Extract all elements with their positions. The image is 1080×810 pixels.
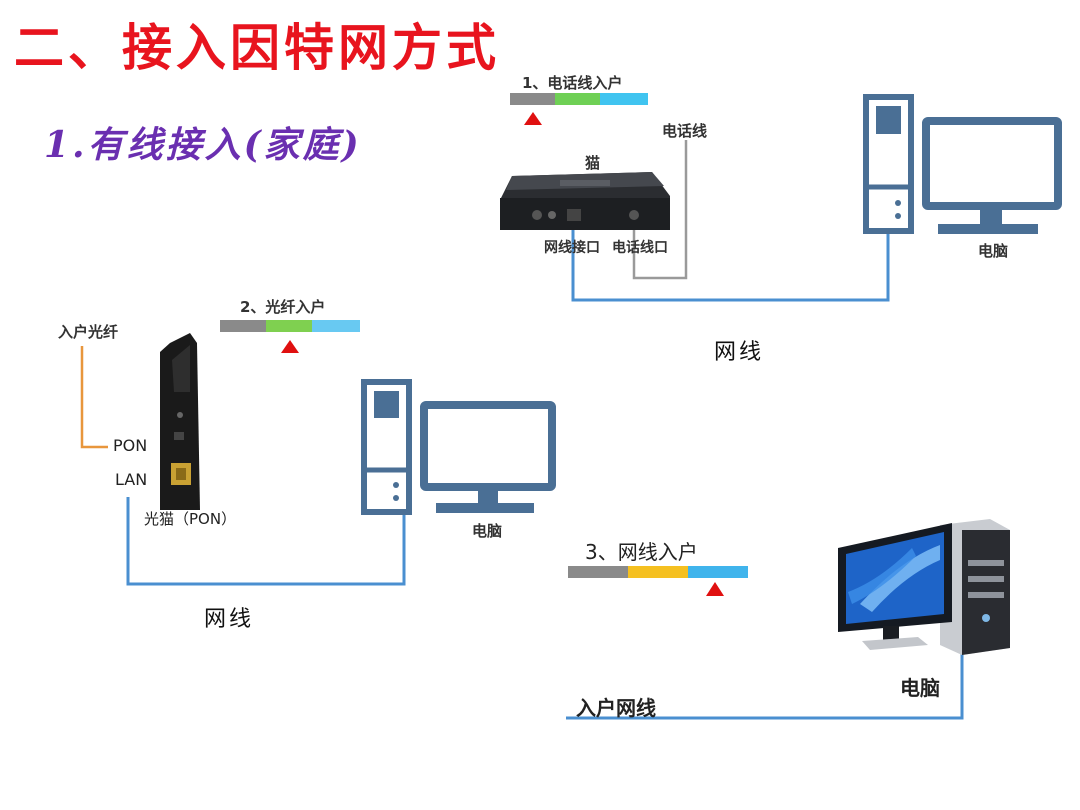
page-subtitle: 1.有线接入(家庭) xyxy=(44,124,362,166)
phone-port-label: 电话线口 xyxy=(612,240,668,256)
section3-caption: 3、网线入户 xyxy=(585,540,698,564)
desktop-computer-icon xyxy=(838,519,1010,655)
section2-legend-bar xyxy=(220,320,360,353)
fiber-line xyxy=(80,346,108,449)
computer-icon xyxy=(863,94,1062,234)
phone-line-label: 电话线 xyxy=(662,122,708,140)
network-port-label: 网线接口 xyxy=(544,240,600,256)
section2-cable xyxy=(126,497,406,586)
cable-label: 入户网线 xyxy=(576,696,656,720)
indicator-triangle-icon xyxy=(706,582,724,596)
computer-label: 电脑 xyxy=(978,242,1009,260)
computer-label: 电脑 xyxy=(900,676,940,700)
section1-legend-bar xyxy=(510,93,648,125)
computer-label: 电脑 xyxy=(472,522,503,540)
lan-port-label: LAN xyxy=(115,470,148,489)
section3-cable xyxy=(566,640,964,720)
page-title: 二、接入因特网方式 xyxy=(14,18,500,77)
section2-caption: 2、光纤入户 xyxy=(240,298,326,316)
section3-legend-bar xyxy=(568,566,748,596)
modem-icon xyxy=(500,172,670,230)
computer-icon xyxy=(361,379,556,515)
indicator-triangle-icon xyxy=(524,112,542,125)
section1-caption: 1、电话线入户 xyxy=(522,74,623,92)
fiber-label: 入户光纤 xyxy=(58,323,119,341)
cable-label: 网线 xyxy=(714,340,765,365)
modem-label: 猫 xyxy=(585,154,601,172)
optical-modem-icon xyxy=(160,333,200,510)
indicator-triangle-icon xyxy=(281,340,299,353)
onu-label: 光猫（PON） xyxy=(144,510,237,528)
cable-label: 网线 xyxy=(204,607,255,632)
section1-cable xyxy=(571,230,890,302)
pon-port-label: PON xyxy=(113,436,148,455)
